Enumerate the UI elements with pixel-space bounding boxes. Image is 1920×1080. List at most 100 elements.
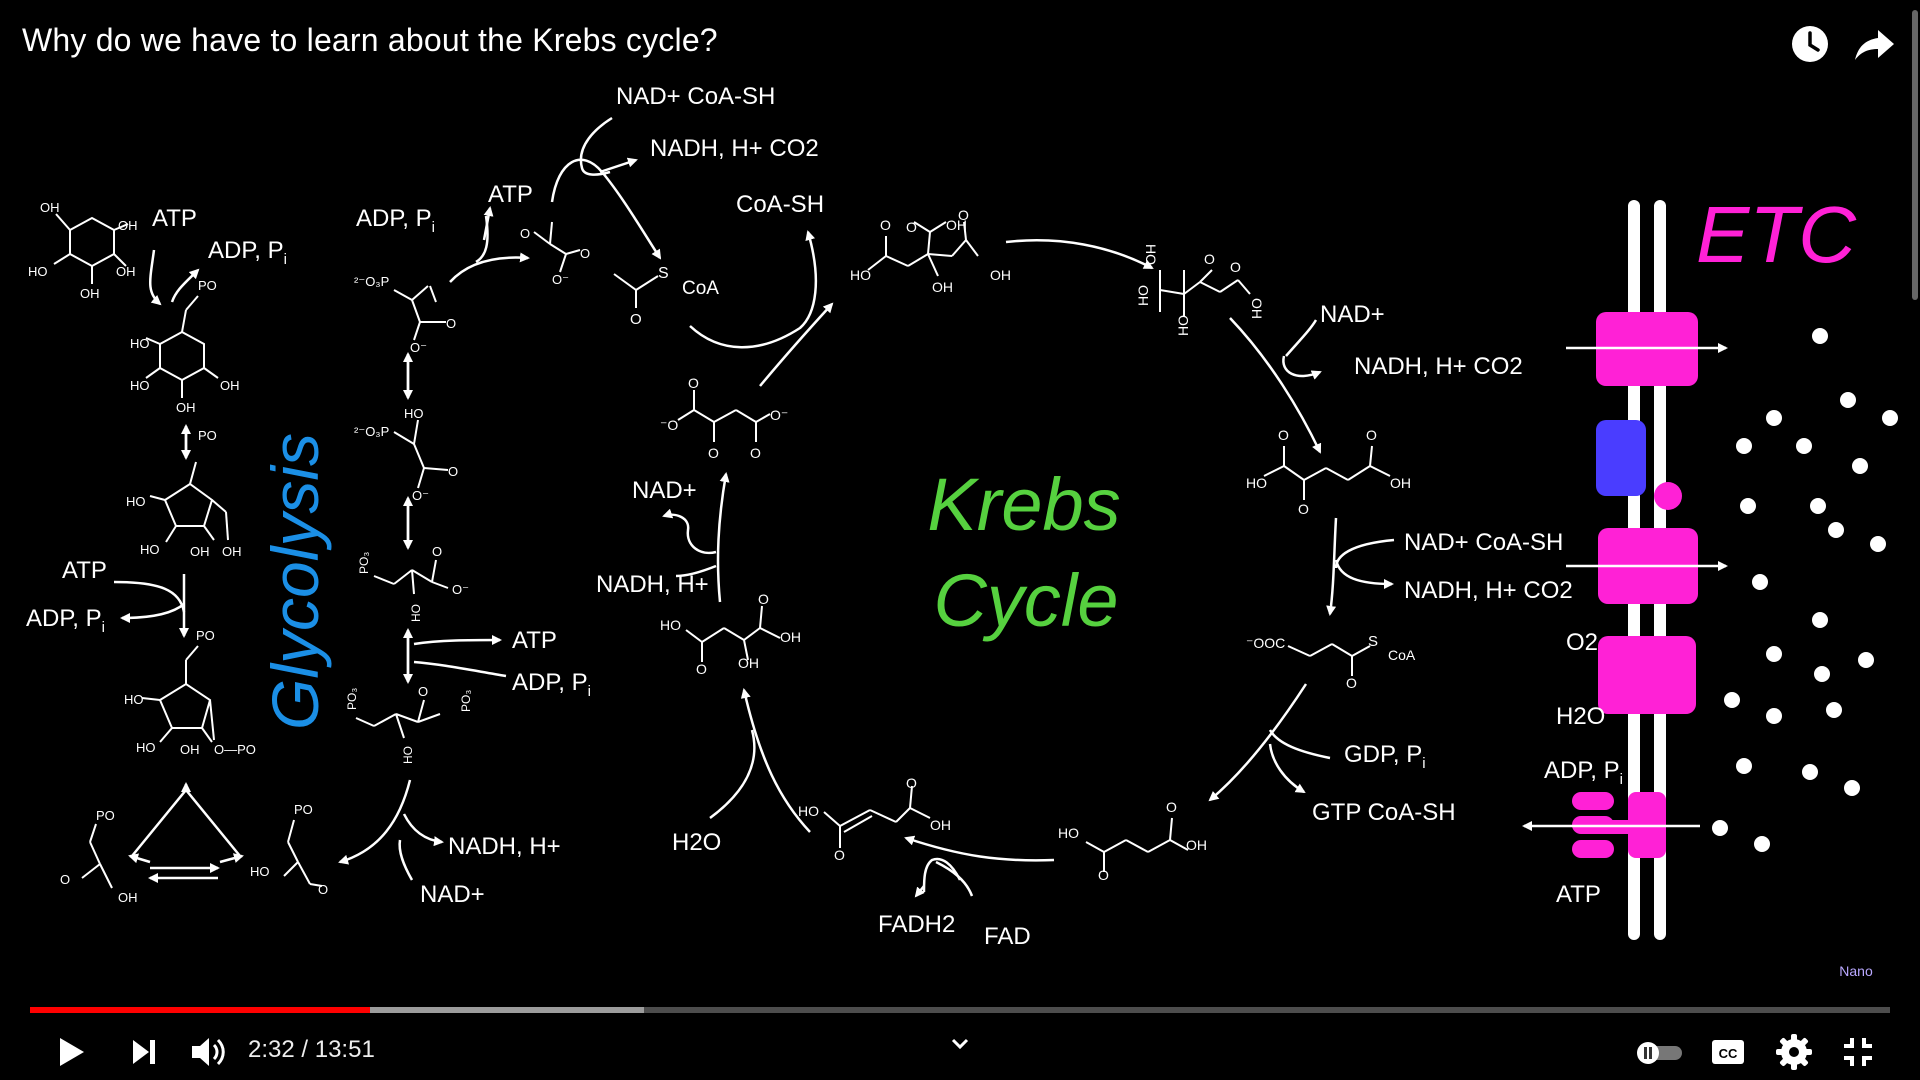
label-krebs-gtp: GTP CoA-SH (1312, 799, 1456, 826)
settings-button[interactable] (1772, 1030, 1816, 1074)
exit-fullscreen-icon (1844, 1038, 1872, 1066)
svg-text:OH: OH (118, 218, 138, 233)
svg-text:OH: OH (118, 890, 138, 905)
label-gly-nadh: NADH, H+ (448, 833, 561, 860)
ubiquinone-complex (1596, 420, 1646, 496)
svg-text:O: O (708, 445, 719, 461)
svg-text:PO₃: PO₃ (345, 688, 359, 710)
svg-text:S: S (658, 265, 669, 282)
svg-text:HO: HO (124, 692, 144, 707)
time-display: 2:32 / 13:51 (248, 1036, 375, 1064)
captions-icon: CC (1712, 1040, 1744, 1064)
label-gly-atp-3: ATP (488, 181, 533, 208)
citrate-structure (867, 221, 979, 277)
isocitrate-structure (1159, 269, 1251, 316)
progress-bar[interactable] (30, 1007, 1890, 1013)
channel-watermark: Nano (1839, 963, 1873, 979)
dhap-structure (81, 823, 113, 889)
video-title: Why do we have to learn about the Krebs … (22, 22, 718, 58)
svg-text:HO: HO (401, 746, 415, 764)
svg-text:HO: HO (130, 336, 150, 351)
svg-text:PO₃: PO₃ (459, 690, 473, 712)
label-gly-adp-1: ADP, Pi (208, 237, 287, 268)
glucose-structure (53, 213, 129, 284)
scrollbar[interactable] (1910, 0, 1920, 1000)
svg-text:OH: OH (1390, 475, 1411, 491)
svg-text:O: O (1166, 799, 1177, 815)
etc-title: ETC (1696, 190, 1857, 279)
svg-text:HO: HO (850, 267, 871, 283)
svg-text:O: O (958, 207, 969, 223)
label-krebs-nad-2: NAD+ (632, 477, 697, 504)
svg-text:⁻OOC: ⁻OOC (1246, 635, 1285, 651)
svg-text:O⁻: O⁻ (410, 340, 427, 355)
label-krebs-nadh-2: NADH, H+ (596, 571, 709, 598)
svg-text:HO: HO (140, 542, 160, 557)
svg-text:OH: OH (932, 279, 953, 295)
svg-text:OH: OH (220, 378, 240, 393)
label-krebs-nadh-co2-1: NADH, H+ CO2 (1354, 353, 1523, 380)
played-bar (30, 1007, 371, 1013)
svg-text:OH: OH (222, 544, 242, 559)
gear-icon (1776, 1034, 1812, 1070)
next-icon (133, 1040, 155, 1064)
svg-text:CC: CC (1719, 1046, 1738, 1061)
svg-text:OH: OH (176, 400, 196, 415)
svg-text:O: O (580, 246, 590, 261)
3pg-structure (373, 559, 449, 595)
svg-text:O: O (520, 226, 530, 241)
svg-text:HO: HO (130, 378, 150, 393)
akg-structure (1263, 445, 1391, 500)
watch-later-button[interactable] (1788, 22, 1832, 66)
svg-text:O⁻: O⁻ (552, 272, 569, 287)
label-etc-h2o: H2O (1556, 703, 1605, 730)
svg-text:O—PO: O—PO (214, 742, 256, 757)
svg-text:HO: HO (1246, 475, 1267, 491)
svg-text:CoA: CoA (1388, 647, 1416, 663)
volume-button[interactable] (186, 1030, 230, 1074)
svg-text:PO: PO (196, 628, 215, 643)
svg-text:OH: OH (40, 200, 60, 215)
share-button[interactable] (1852, 22, 1896, 66)
label-etc-adp: ADP, Pi (1544, 757, 1623, 788)
svg-text:HO: HO (1175, 315, 1191, 336)
svg-text:HO: HO (798, 803, 819, 819)
protons (1712, 328, 1898, 852)
svg-text:O: O (1278, 427, 1289, 443)
label-gly-adp-2: ADP, Pi (26, 605, 105, 636)
scrollbar-thumb[interactable] (1912, 10, 1918, 300)
next-button[interactable] (122, 1030, 166, 1074)
svg-text:OH: OH (180, 742, 200, 757)
svg-text:HO: HO (126, 494, 146, 509)
exit-fullscreen-button[interactable] (1836, 1030, 1880, 1074)
oxaloacetate-structure (677, 390, 771, 442)
label-krebs-nad-1: NAD+ (1320, 301, 1385, 328)
play-button[interactable] (48, 1030, 92, 1074)
svg-text:HO: HO (1058, 825, 1079, 841)
share-arrow-icon (1855, 30, 1894, 60)
autoplay-toggle[interactable] (1634, 1030, 1686, 1074)
pyruvate-structure (533, 221, 581, 273)
svg-text:PO₃: PO₃ (357, 552, 371, 574)
chapters-chevron-button[interactable] (938, 1022, 982, 1066)
svg-text:²⁻O₃P: ²⁻O₃P (354, 274, 389, 289)
svg-text:HO: HO (1135, 285, 1151, 306)
label-etc-atp: ATP (1556, 881, 1601, 908)
svg-text:O: O (906, 775, 917, 791)
svg-text:HO: HO (409, 604, 423, 622)
label-krebs-nad-coa: NAD+ CoA-SH (1404, 529, 1563, 556)
play-icon (60, 1038, 84, 1066)
svg-text:HO: HO (28, 264, 48, 279)
svg-text:OH: OH (80, 286, 100, 301)
svg-text:O: O (1230, 259, 1241, 275)
svg-text:OH: OH (738, 655, 759, 671)
f16bp-structure (141, 645, 215, 743)
captions-button[interactable]: CC (1706, 1030, 1750, 1074)
complex-iv (1598, 636, 1696, 714)
svg-text:O: O (834, 847, 845, 863)
succinyl-coa-structure (1287, 643, 1371, 676)
label-link-coa-sh: CoA-SH (736, 191, 824, 218)
13bpg-structure (355, 699, 441, 739)
fumarate-structure (823, 785, 931, 848)
